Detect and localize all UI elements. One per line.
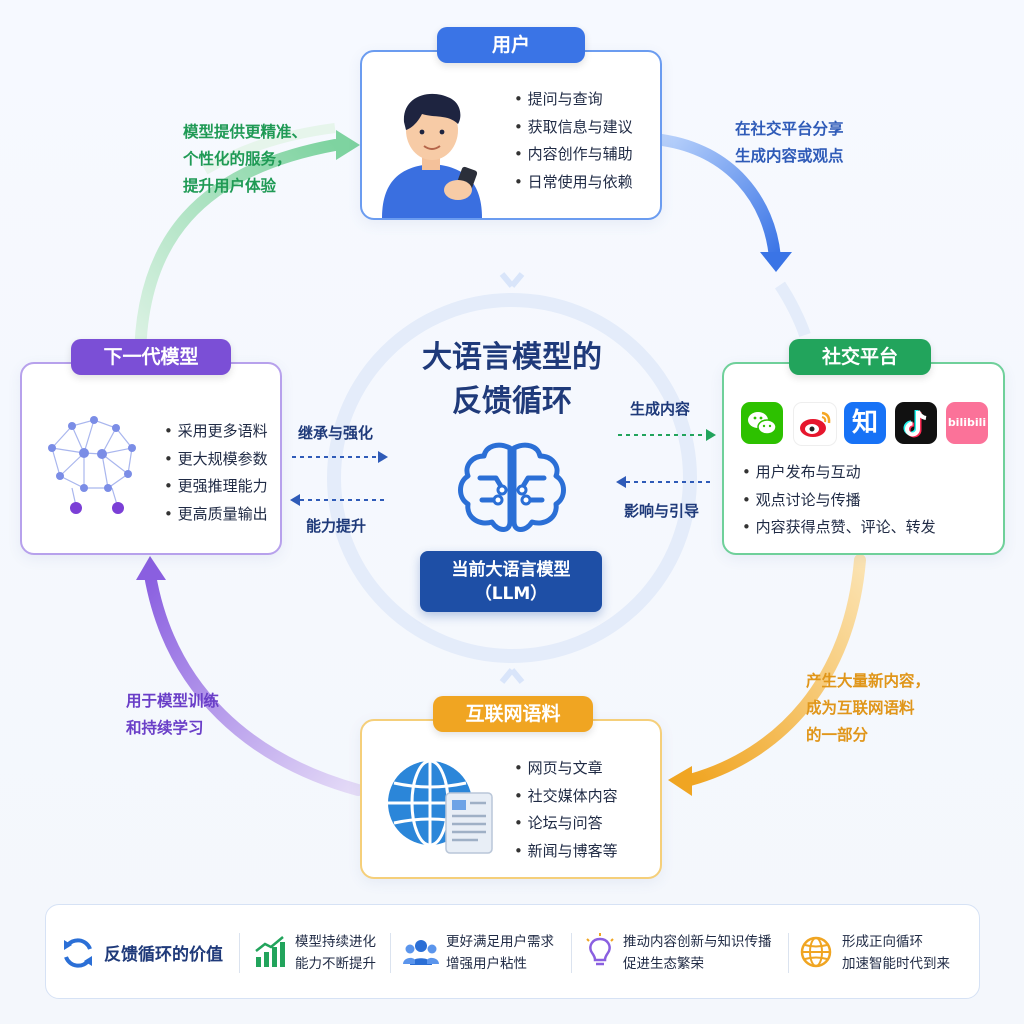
- list-item: 日常使用与依赖: [514, 169, 633, 197]
- generate-label: 生成内容: [630, 400, 691, 418]
- growth-chart-icon: [255, 936, 285, 967]
- inner-ring: [327, 293, 697, 663]
- neural-brain-illustration: [48, 416, 136, 514]
- flow-corpus-to-next: 用于模型训练 和持续学习: [126, 692, 220, 737]
- zhihu-icon: 知: [844, 402, 886, 444]
- user-items: 提问与查询 获取信息与建议 内容创作与辅助 日常使用与依赖: [514, 86, 633, 196]
- list-item: 更大规模参数: [164, 446, 268, 474]
- weibo-icon: [793, 402, 837, 446]
- influence-label: 影响与引导: [624, 502, 700, 520]
- refresh-cycle-icon: [64, 938, 92, 968]
- users-icon: [403, 940, 439, 965]
- arrow-user-to-social: [656, 134, 781, 264]
- flow-user-to-social: 在社交平台分享 生成内容或观点: [735, 120, 844, 165]
- lightbulb-icon: [586, 933, 614, 966]
- footer-heading: 反馈循环的价值: [104, 945, 223, 965]
- list-item: 内容创作与辅助: [514, 141, 633, 169]
- inherit-label: 继承与强化: [298, 424, 374, 442]
- brain-icon: [458, 442, 566, 532]
- list-item: 社交媒体内容: [514, 783, 618, 811]
- arrow-corpus-to-next: [144, 569, 364, 796]
- globe-icon: [800, 936, 832, 968]
- globe-document-illustration: [388, 759, 493, 854]
- user-box-title: 用户: [437, 27, 585, 63]
- list-item: 更强推理能力: [164, 473, 268, 501]
- list-item: 采用更多语料: [164, 418, 268, 446]
- flow-next-to-user: 模型提供更精准、 个性化的服务， 提升用户体验: [183, 123, 308, 195]
- wechat-icon: [741, 402, 783, 444]
- corpus-items: 网页与文章 社交媒体内容 论坛与问答 新闻与博客等: [514, 755, 618, 865]
- diagram-title: 大语言模型的 反馈循环: [422, 340, 602, 419]
- list-item: 观点讨论与传播: [742, 487, 936, 515]
- corpus-box: 网页与文章 社交媒体内容 论坛与问答 新闻与博客等: [360, 719, 662, 879]
- corpus-box-title: 互联网语料: [433, 696, 593, 732]
- user-illustration: [382, 93, 482, 218]
- list-item: 获取信息与建议: [514, 114, 633, 142]
- list-item: 内容获得点赞、评论、转发: [742, 514, 936, 542]
- list-item: 更高质量输出: [164, 501, 268, 529]
- footer-item-2: 更好满足用户需求 增强用户粘性: [446, 934, 554, 972]
- value-footer: 反馈循环的价值 模型持续进化 能力不断提升 更好满足用户需求 增强用户粘性 推动…: [45, 904, 980, 999]
- bilibili-icon: bilibili: [946, 402, 988, 444]
- douyin-icon: [895, 402, 937, 444]
- social-items: 用户发布与互动 观点讨论与传播 内容获得点赞、评论、转发: [742, 459, 936, 542]
- list-item: 网页与文章: [514, 755, 618, 783]
- arrow-social-to-corpus: [684, 554, 866, 786]
- ability-label: 能力提升: [306, 517, 367, 535]
- next-model-box: 采用更多语料 更大规模参数 更强推理能力 更高质量输出: [20, 362, 282, 555]
- footer-item-3: 推动内容创新与知识传播 促进生态繁荣: [623, 934, 772, 972]
- user-box: 提问与查询 获取信息与建议 内容创作与辅助 日常使用与依赖: [360, 50, 662, 220]
- llm-box: 当前大语言模型 （LLM）: [420, 551, 602, 612]
- arrow-next-to-user: [134, 139, 341, 368]
- footer-item-1: 模型持续进化 能力不断提升: [295, 934, 376, 972]
- next-model-box-title: 下一代模型: [71, 339, 231, 375]
- footer-item-4: 形成正向循环 加速智能时代到来: [842, 934, 950, 972]
- social-box-title: 社交平台: [789, 339, 931, 375]
- list-item: 用户发布与互动: [742, 459, 936, 487]
- flow-social-to-corpus: 产生大量新内容， 成为互联网语料 的一部分: [806, 672, 931, 744]
- list-item: 提问与查询: [514, 86, 633, 114]
- next-model-items: 采用更多语料 更大规模参数 更强推理能力 更高质量输出: [164, 418, 268, 528]
- list-item: 论坛与问答: [514, 810, 618, 838]
- list-item: 新闻与博客等: [514, 838, 618, 866]
